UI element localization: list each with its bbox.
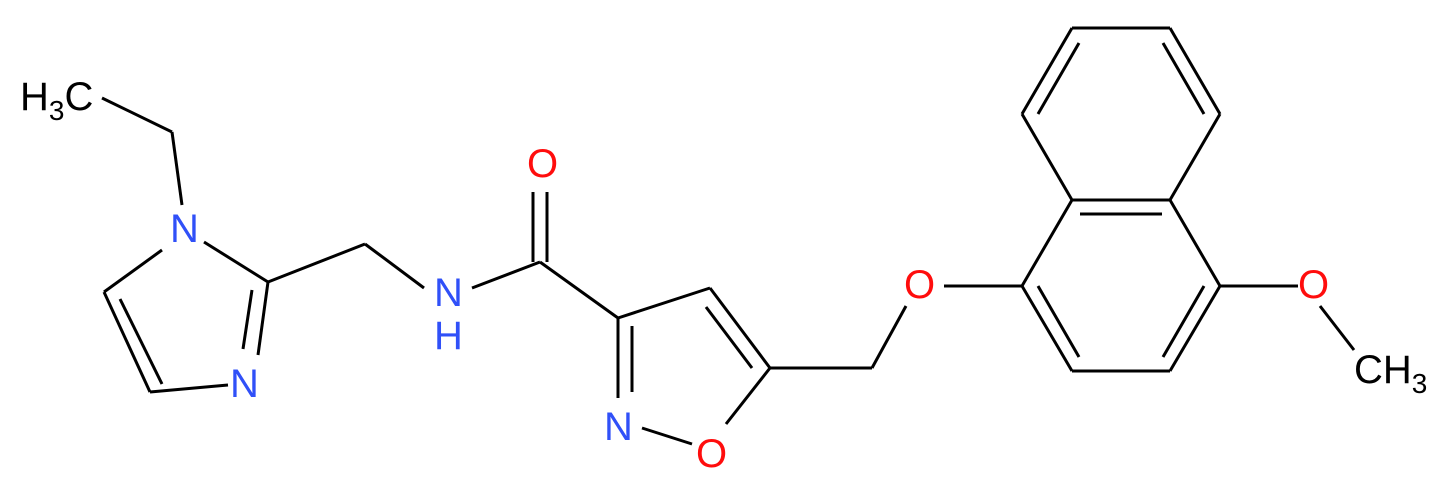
bond-c2-ch2 xyxy=(267,242,366,284)
o-carbonyl-label: O xyxy=(527,142,558,186)
o-ether-label: O xyxy=(904,263,935,307)
bond-c4-c4a xyxy=(1168,199,1222,287)
n-amide-label: N xyxy=(434,271,463,315)
bond-c8-c7-inner xyxy=(1036,42,1081,115)
bond-c8-c7 xyxy=(1020,27,1074,115)
bond-c3-c4-inner xyxy=(1161,285,1206,358)
bond-c6-c5 xyxy=(1168,27,1222,115)
bond-c6-c5-inner xyxy=(1161,42,1206,115)
bond-nh-co xyxy=(471,260,541,290)
bond-c4-c5 xyxy=(708,287,772,369)
atom-labels: H3C N N N H O N O O O CH3 xyxy=(20,75,1427,476)
bond-o1-n2 xyxy=(641,426,693,446)
bond-ch2-o xyxy=(870,305,908,369)
o-methoxy-label: O xyxy=(1298,263,1329,307)
bond-n3-c2-inner xyxy=(241,289,254,350)
bond-n3-c2 xyxy=(256,281,270,356)
bond-n1-c5 xyxy=(103,248,163,294)
n-imidazole-3-label: N xyxy=(230,362,259,406)
bond-c4-c5-inner xyxy=(704,306,754,369)
bond-c8a-c8 xyxy=(1020,113,1074,201)
bond-c1-c2 xyxy=(1020,285,1074,372)
bond-c1-c2-inner xyxy=(1036,285,1081,358)
ch3-bottom-label: CH3 xyxy=(1354,348,1427,399)
bond-n1-c2 xyxy=(203,240,269,284)
bonds xyxy=(101,26,1356,446)
bond-ch3-ch2 xyxy=(101,96,173,134)
bond-ch2-n1 xyxy=(170,131,184,206)
bond-c5-c4a xyxy=(1168,113,1222,201)
n-imidazole-1-label: N xyxy=(170,207,199,251)
bond-c4-n3 xyxy=(149,383,229,394)
bond-c5-c4 xyxy=(102,291,152,393)
bond-co-c3 xyxy=(539,260,619,320)
bond-c3-c4 xyxy=(617,286,711,320)
h-amide-label: H xyxy=(434,314,463,358)
bond-o-ch3 xyxy=(1318,305,1356,351)
bond-c8a-c1 xyxy=(1020,199,1074,287)
bond-c3-c4 xyxy=(1168,285,1222,372)
o-isoxazole-label: O xyxy=(696,432,727,476)
bond-c5-c4-inner xyxy=(118,298,164,385)
ch3-top-label: H3C xyxy=(20,75,93,126)
bond-c5-o1 xyxy=(724,367,772,425)
bond-ch2-nh xyxy=(364,242,425,290)
n-isoxazole-label: N xyxy=(604,405,633,449)
